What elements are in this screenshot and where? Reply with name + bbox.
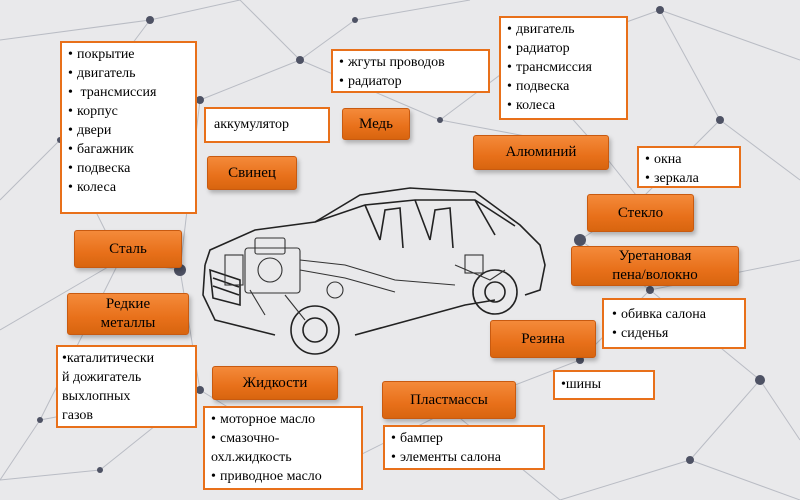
glass-items-list: •окна •зеркала bbox=[637, 146, 741, 188]
list-item: й дожигатель bbox=[62, 370, 142, 385]
category-steel: Сталь bbox=[74, 230, 182, 268]
category-plastics: Пластмассы bbox=[382, 381, 516, 419]
list-item: •двери bbox=[68, 123, 112, 138]
steel-items-list: •покрытие •двигатель • трансмиссия •корп… bbox=[60, 41, 197, 214]
battery-label: аккумулятор bbox=[214, 117, 290, 132]
category-lead: Свинец bbox=[207, 156, 297, 190]
list-item: •подвеска bbox=[68, 161, 131, 176]
category-glass: Стекло bbox=[587, 194, 694, 232]
list-item: •окна bbox=[645, 152, 682, 167]
list-item: •обивка салона bbox=[612, 307, 706, 322]
rubber-items-list: •шины bbox=[553, 370, 655, 400]
list-item: охл.жидкость bbox=[211, 450, 292, 465]
rare-metals-items-list: •каталитически й дожигатель выхлопных га… bbox=[56, 345, 197, 428]
list-item: •приводное масло bbox=[211, 469, 322, 484]
urethane-items-list: •обивка салона •сиденья bbox=[602, 298, 746, 349]
list-item: •моторное масло bbox=[211, 412, 316, 427]
list-item: •багажник bbox=[68, 142, 134, 157]
list-item: •радиатор bbox=[507, 41, 570, 56]
list-item: •двигатель bbox=[507, 22, 575, 37]
list-item: •сиденья bbox=[612, 326, 669, 341]
aluminum-items-list: •двигатель •радиатор •трансмиссия •подве… bbox=[499, 16, 628, 120]
list-item: •двигатель bbox=[68, 66, 136, 81]
list-item: •трансмиссия bbox=[507, 60, 592, 75]
list-item: • трансмиссия bbox=[68, 85, 157, 100]
list-item: •покрытие bbox=[68, 47, 135, 62]
category-aluminum: Алюминий bbox=[473, 135, 609, 170]
list-item: •каталитически bbox=[62, 351, 155, 366]
car-cutaway-illustration bbox=[202, 187, 546, 355]
list-item: •радиатор bbox=[339, 74, 402, 89]
fluids-items-list: •моторное масло •смазочно- охл.жидкость … bbox=[203, 406, 363, 490]
list-item: •колеса bbox=[507, 98, 556, 113]
list-item: •подвеска bbox=[507, 79, 570, 94]
list-item: •бампер bbox=[391, 431, 443, 446]
list-item: •корпус bbox=[68, 104, 118, 119]
list-item: •элементы салона bbox=[391, 450, 501, 465]
category-fluids: Жидкости bbox=[212, 366, 338, 400]
list-item: •шины bbox=[561, 377, 602, 392]
list-item: •колеса bbox=[68, 180, 117, 195]
battery-box: аккумулятор bbox=[204, 107, 330, 143]
copper-items-list: •жгуты проводов •радиатор bbox=[331, 49, 490, 93]
list-item: •жгуты проводов bbox=[339, 55, 445, 70]
list-item: выхлопных bbox=[62, 389, 131, 404]
list-item: •смазочно- bbox=[211, 431, 280, 446]
category-rubber: Резина bbox=[490, 320, 596, 358]
list-item: газов bbox=[62, 408, 94, 423]
list-item: •зеркала bbox=[645, 171, 699, 186]
plastics-items-list: •бампер •элементы салона bbox=[383, 425, 545, 470]
category-copper: Медь bbox=[342, 108, 410, 140]
